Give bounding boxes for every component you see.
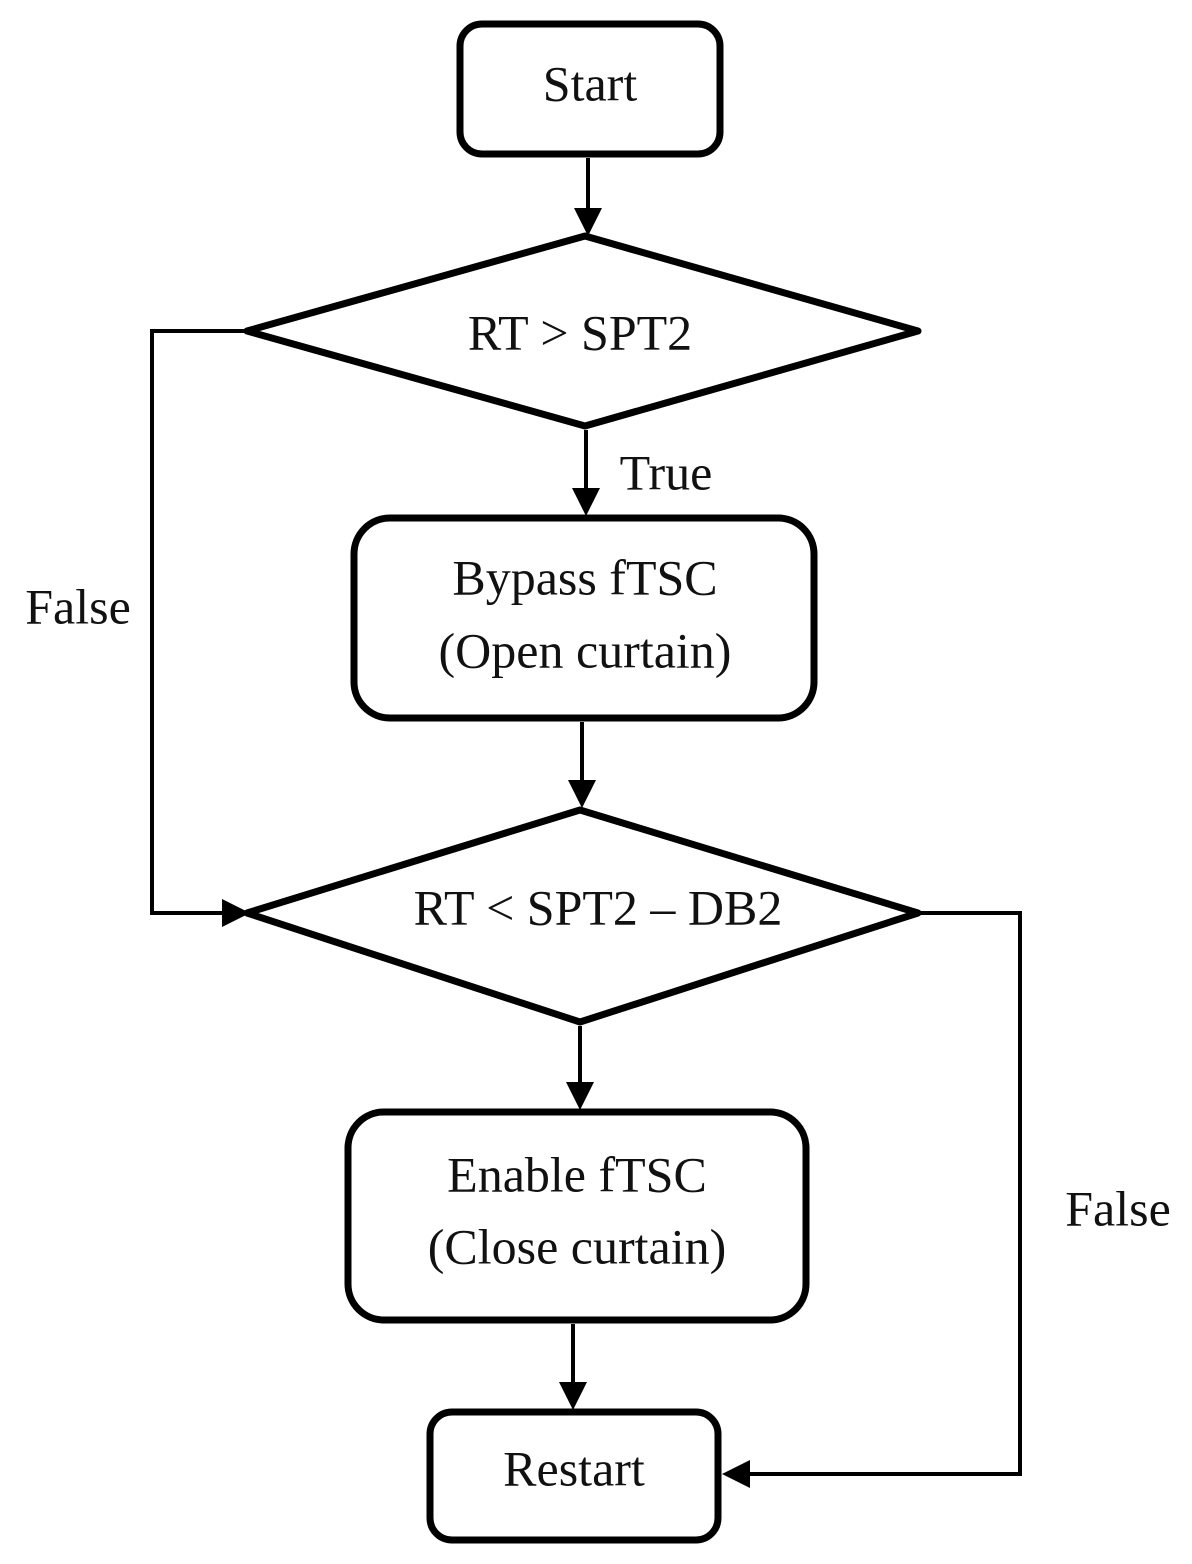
arrowhead-restart-right [722, 1460, 750, 1488]
bypass-node [350, 514, 818, 722]
enable-node [344, 1108, 810, 1324]
edge-decision1-false-loop [150, 329, 247, 915]
arrowhead-decision2-top [568, 780, 596, 808]
decision2-node [243, 806, 922, 1026]
decision1-node [243, 232, 922, 430]
bypass-label-line1: Bypass fTSC [452, 549, 717, 605]
start-node [456, 20, 724, 158]
true-label: True [620, 444, 713, 500]
arrowhead-enable [566, 1082, 594, 1110]
enable-label-line2: (Close curtain) [428, 1218, 727, 1274]
arrowhead-decision1 [574, 208, 602, 236]
arrowhead-decision2-left [222, 899, 250, 927]
decision2-label: RT < SPT2 – DB2 [414, 879, 783, 935]
arrowhead-restart-top [559, 1382, 587, 1410]
start-label: Start [543, 55, 638, 111]
edge-decision2-false-loop [748, 911, 1022, 1476]
enable-label-line1: Enable fTSC [447, 1146, 707, 1202]
decision1-label: RT > SPT2 [468, 304, 692, 360]
restart-node [426, 1408, 722, 1544]
restart-label: Restart [503, 1440, 645, 1496]
false-label-left: False [25, 578, 131, 634]
arrowhead-bypass [572, 488, 600, 516]
false-label-right: False [1065, 1180, 1171, 1236]
bypass-label-line2: (Open curtain) [439, 622, 732, 678]
